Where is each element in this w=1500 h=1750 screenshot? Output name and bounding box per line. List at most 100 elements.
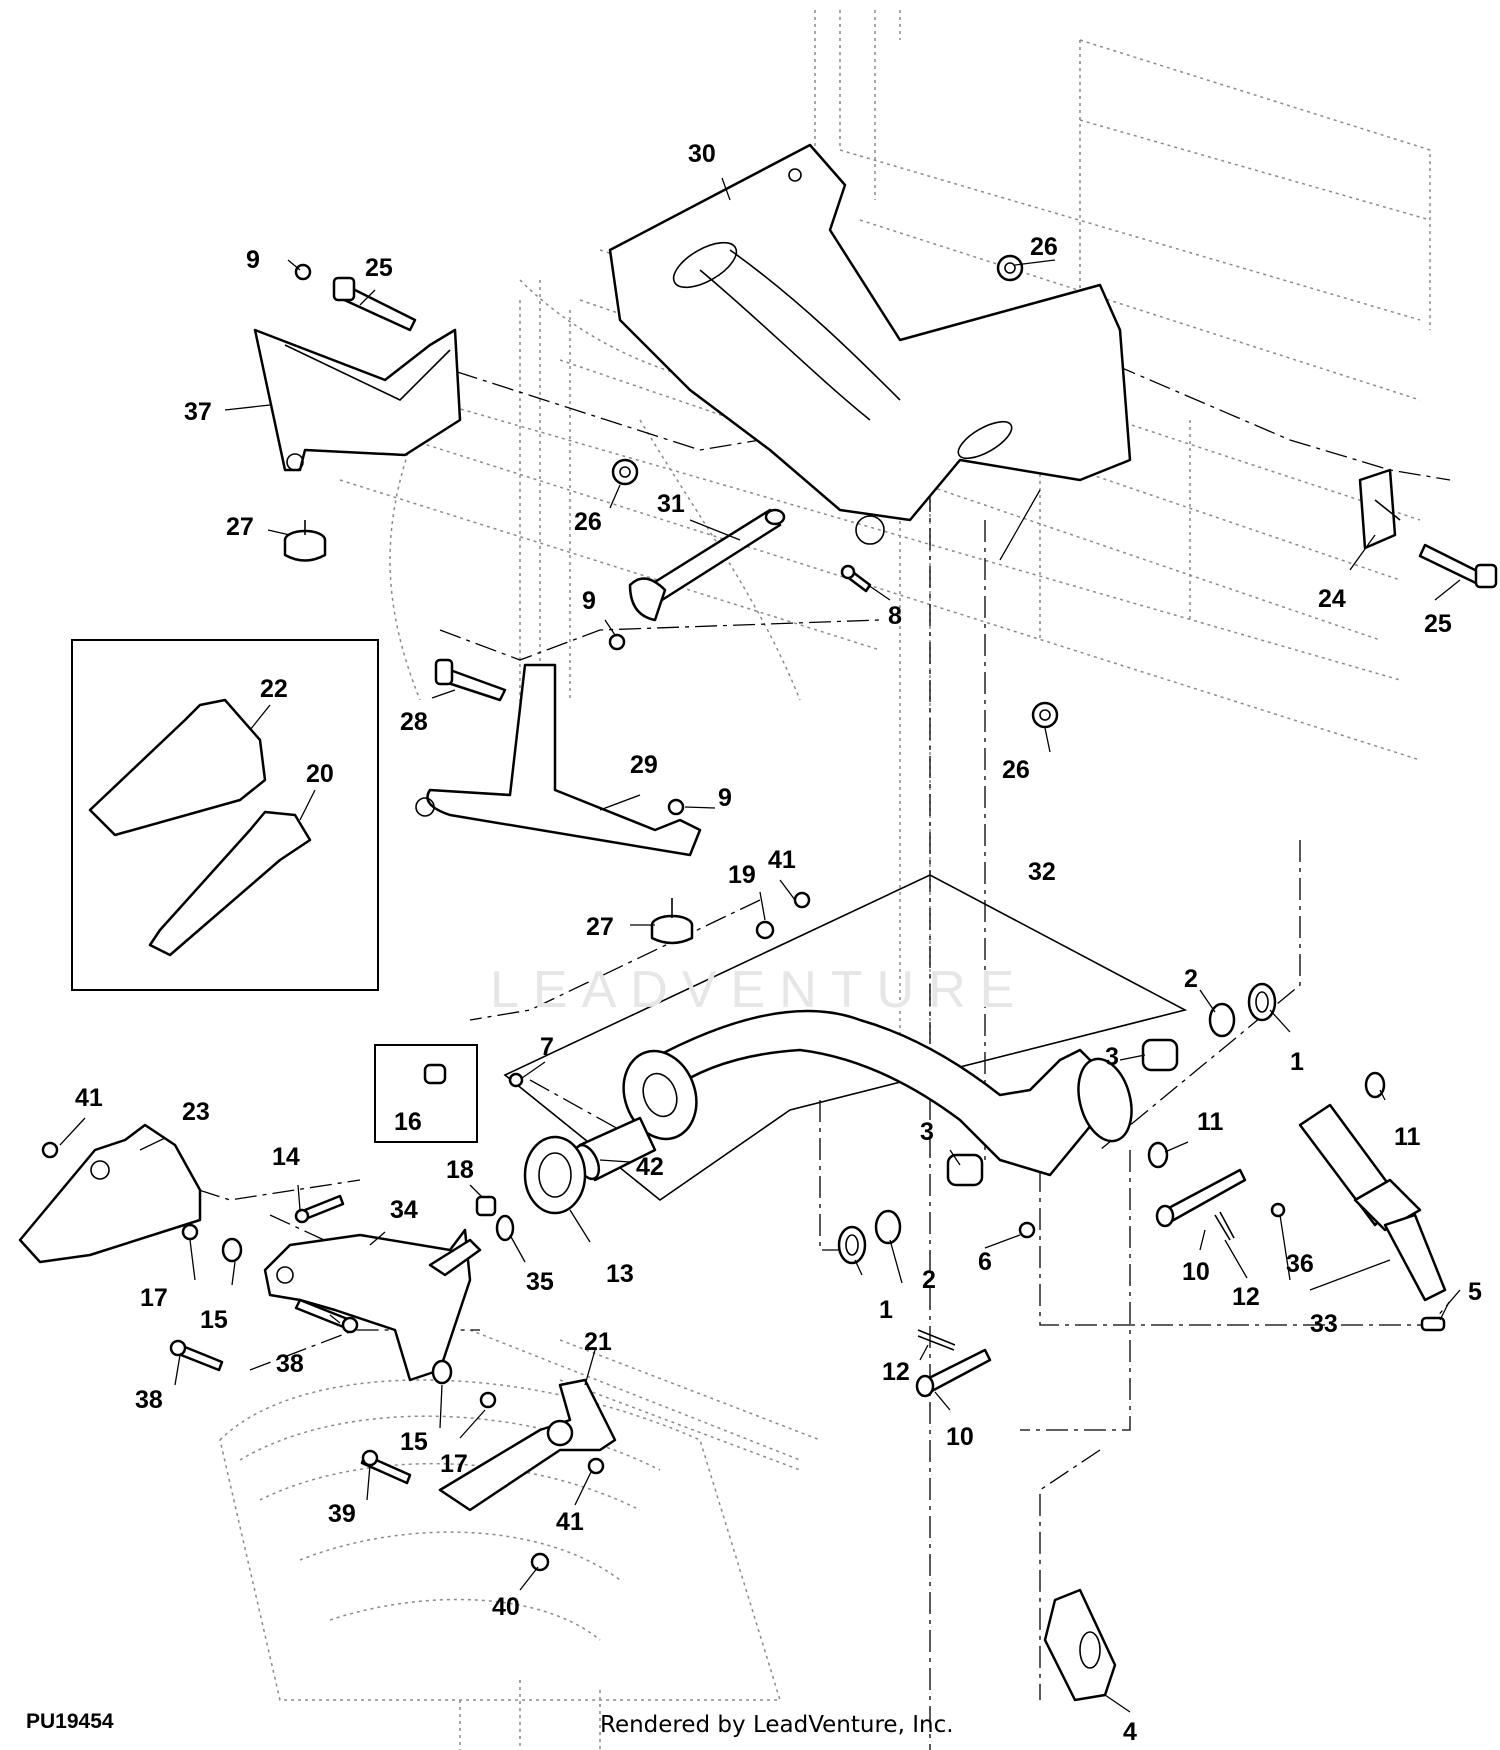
part-31-pivot-shaft xyxy=(628,508,786,622)
callout-24: 24 xyxy=(1318,585,1346,613)
callout-4: 4 xyxy=(1123,1718,1137,1746)
callout-26-mid: 26 xyxy=(574,508,602,536)
part-27-pad-low xyxy=(650,898,694,945)
callout-10-right: 10 xyxy=(1182,1258,1210,1286)
callout-31: 31 xyxy=(657,490,685,518)
callout-1-left: 1 xyxy=(879,1296,893,1324)
part-11-washer-right xyxy=(1364,1071,1386,1099)
part-15-washer-low xyxy=(431,1359,453,1385)
callout-25-top: 25 xyxy=(365,254,393,282)
callout-3-right: 3 xyxy=(1105,1043,1119,1071)
part-24-clip xyxy=(1358,468,1401,550)
part-11-washer-mid xyxy=(1147,1141,1169,1169)
part-10-pin-right xyxy=(1155,1168,1247,1228)
callout-28: 28 xyxy=(400,708,428,736)
part-40-nut xyxy=(530,1552,550,1572)
callout-41-top: 41 xyxy=(768,846,796,874)
part-33-actuator xyxy=(1298,1103,1447,1302)
part-26-nut-low xyxy=(1031,701,1059,729)
callout-25-right: 25 xyxy=(1424,610,1452,638)
part-8-screw xyxy=(840,564,872,593)
callout-1-right: 1 xyxy=(1290,1048,1304,1076)
part-28-bolt xyxy=(434,658,507,702)
watermark: LEADVENTURE xyxy=(490,961,1029,1019)
callout-29: 29 xyxy=(630,751,658,779)
part-1-washer-left xyxy=(837,1225,867,1265)
callout-41-low: 41 xyxy=(556,1508,584,1536)
callout-5: 5 xyxy=(1468,1278,1482,1306)
part-14-bolt xyxy=(294,1194,345,1224)
callout-12-right: 12 xyxy=(1232,1283,1260,1311)
callout-41-left: 41 xyxy=(75,1084,103,1112)
callout-36: 36 xyxy=(1286,1250,1314,1278)
callout-19: 19 xyxy=(728,861,756,889)
part-10-pin-low xyxy=(915,1348,992,1398)
leader-lines xyxy=(59,177,1461,1713)
part-18-spacer xyxy=(475,1195,497,1217)
callout-21: 21 xyxy=(584,1328,612,1356)
part-25-bolt-right xyxy=(1418,543,1498,589)
part-36-screw xyxy=(1270,1202,1286,1218)
callout-15-low: 15 xyxy=(400,1428,428,1456)
part-26-nut-mid xyxy=(611,458,639,486)
callout-2-right: 2 xyxy=(1184,965,1198,993)
callout-20: 20 xyxy=(306,760,334,788)
callout-6: 6 xyxy=(978,1248,992,1276)
part-4-clamp xyxy=(1043,1588,1117,1702)
callout-32: 32 xyxy=(1028,858,1056,886)
part-5-pin xyxy=(1420,1316,1446,1332)
part-2-snap-ring-right xyxy=(1208,1002,1236,1038)
callout-17-low: 17 xyxy=(440,1450,468,1478)
part-9-nut-mid xyxy=(608,633,626,651)
callout-16: 16 xyxy=(394,1108,422,1136)
callout-9-mid: 9 xyxy=(582,587,596,615)
part-23-bracket xyxy=(18,1123,202,1264)
part-2-snap-ring-left xyxy=(874,1209,902,1245)
callout-26-low: 26 xyxy=(1002,756,1030,784)
callout-37: 37 xyxy=(184,398,212,426)
part-21-arm xyxy=(438,1378,617,1512)
callout-23: 23 xyxy=(182,1098,210,1126)
callout-38-mid: 38 xyxy=(276,1350,304,1378)
callout-7: 7 xyxy=(540,1033,554,1061)
callout-12-low: 12 xyxy=(882,1358,910,1386)
callout-3-left: 3 xyxy=(920,1118,934,1146)
part-3-bushing-right xyxy=(1141,1038,1179,1072)
part-1-washer-right xyxy=(1247,982,1277,1022)
callout-33: 33 xyxy=(1310,1310,1338,1338)
callout-27-low: 27 xyxy=(586,913,614,941)
part-25-bolt-top xyxy=(332,276,417,332)
part-41-nut-left xyxy=(41,1141,59,1159)
callout-10-low: 10 xyxy=(946,1423,974,1451)
callout-13: 13 xyxy=(606,1260,634,1288)
callout-27-top: 27 xyxy=(226,513,254,541)
render-credit: Rendered by LeadVenture, Inc. xyxy=(600,1712,954,1738)
inset-box-alternate-brackets xyxy=(71,639,379,991)
part-9-nut-top xyxy=(294,263,312,281)
inset-box-bushing xyxy=(374,1044,478,1143)
callout-35: 35 xyxy=(526,1268,554,1296)
diagram-id-label: PU19454 xyxy=(26,1710,114,1733)
part-17-screw-left xyxy=(181,1223,199,1241)
callout-18: 18 xyxy=(446,1156,474,1184)
callout-39: 39 xyxy=(328,1500,356,1528)
part-27-pad-top xyxy=(283,520,327,562)
callout-26-right: 26 xyxy=(1030,233,1058,261)
part-37-bracket xyxy=(253,328,462,472)
callout-14: 14 xyxy=(272,1143,300,1171)
callout-8: 8 xyxy=(888,602,902,630)
part-17-screw-low xyxy=(479,1391,497,1409)
part-38-bolt-left xyxy=(169,1339,224,1372)
part-13-flange xyxy=(523,1135,587,1215)
part-7-fitting xyxy=(508,1072,524,1088)
callout-2-left: 2 xyxy=(922,1266,936,1294)
part-39-bolt xyxy=(360,1449,412,1485)
part-9-nut-low xyxy=(667,798,685,816)
callout-40: 40 xyxy=(492,1593,520,1621)
part-41-nut-low xyxy=(587,1457,605,1475)
part-30-mount-bracket xyxy=(608,143,1132,545)
callout-11-mid: 11 xyxy=(1197,1108,1224,1136)
callout-9-top: 9 xyxy=(246,246,260,274)
callout-17-left: 17 xyxy=(140,1284,168,1312)
